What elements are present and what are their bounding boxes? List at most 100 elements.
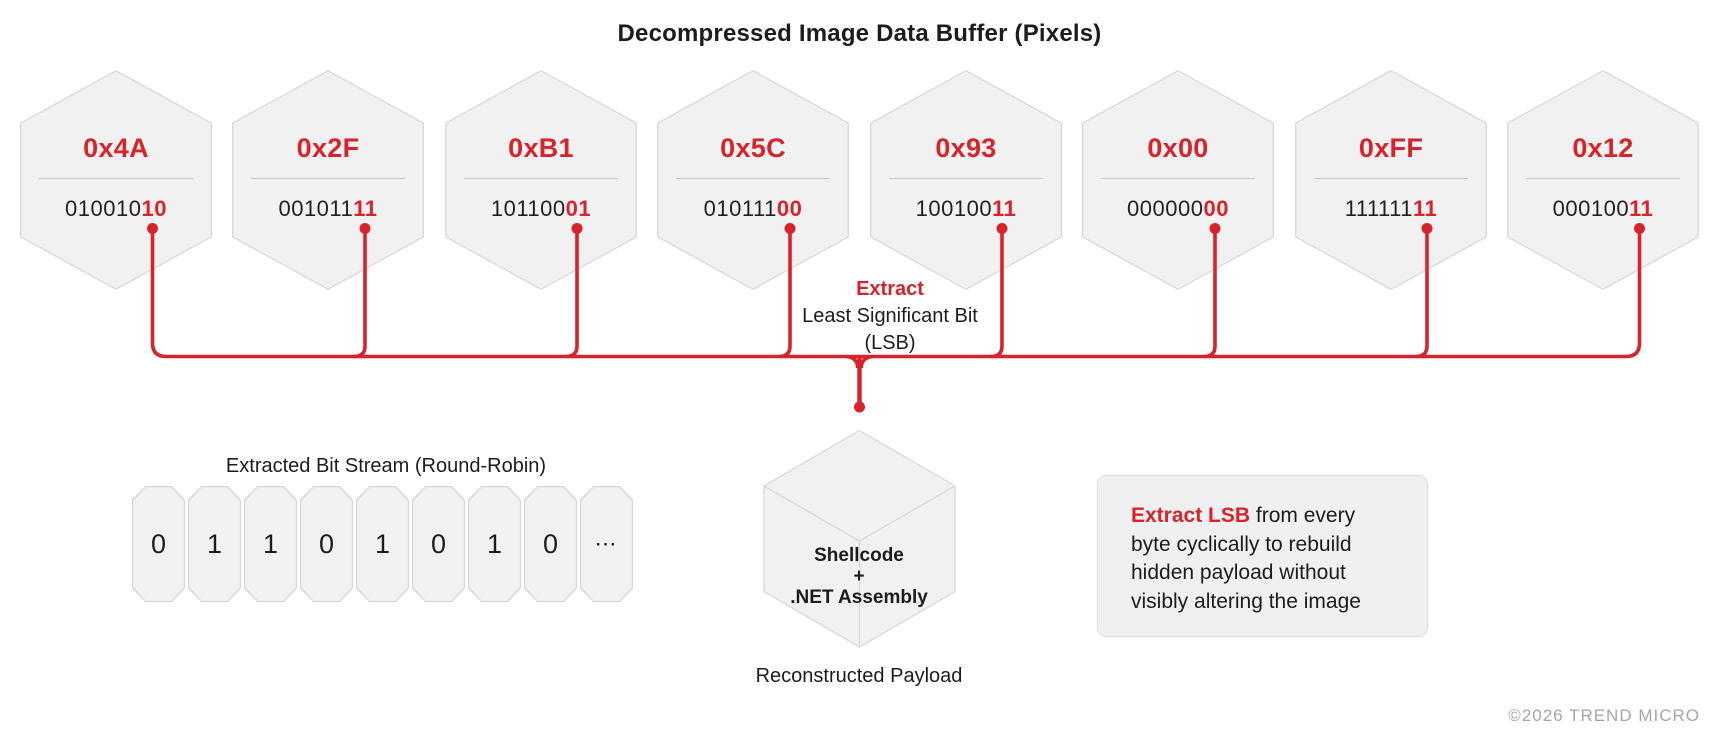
byte-hex-value: 0x5C: [720, 133, 786, 163]
binary-prefix: 000100: [1552, 196, 1630, 221]
divider-line: [1101, 178, 1255, 179]
pixel-hexagon-6: 0x00 00000000: [1082, 70, 1274, 290]
bit-cell: 0: [300, 486, 353, 602]
hexagon-shape: [1082, 70, 1274, 290]
bit-cell-shape: [524, 486, 577, 602]
funnel-curve-right: [859, 354, 874, 369]
byte-binary: 01011100: [657, 198, 849, 220]
binary-prefix: 010010: [65, 196, 142, 221]
note-line-3: hidden payload without: [1131, 561, 1346, 585]
note-line-1-rest: from every: [1255, 504, 1356, 527]
hexagon-shape: [1295, 70, 1487, 290]
byte-hex-value: 0x4A: [83, 133, 149, 163]
divider-line: [889, 178, 1043, 179]
diagram-title: Decompressed Image Data Buffer (Pixels): [617, 20, 1102, 47]
byte-binary: 00000000: [1082, 198, 1274, 220]
payload-line-shellcode: Shellcode: [814, 545, 904, 566]
bit-cell-shape: [580, 486, 633, 602]
bit-cell: 1: [188, 486, 241, 602]
hexagon-shape: [870, 70, 1062, 290]
extract-word: Extract: [856, 278, 924, 300]
copyright-text: ©2026 TREND MICRO: [1508, 706, 1700, 725]
byte-binary: 11111111: [1295, 198, 1487, 220]
payload-caption: Reconstructed Payload: [755, 665, 963, 687]
bit-value: 1: [374, 528, 391, 559]
byte-binary: 10010011: [870, 198, 1062, 220]
pixel-hexagon-8: 0x12 00010011: [1507, 70, 1699, 290]
bit-cell-shape: [300, 486, 353, 602]
pixel-hexagon-4: 0x5C 01011100: [657, 70, 849, 290]
byte-hex-value: 0x00: [1147, 133, 1209, 163]
pixel-hexagon-1: 0x4A 01001010: [20, 70, 212, 290]
binary-lsb: 10: [141, 196, 167, 221]
binary-lsb: 11: [992, 196, 1017, 221]
merge-dot: [854, 401, 865, 413]
bit-cell-shape: [356, 486, 409, 602]
binary-prefix: 001011: [278, 196, 354, 221]
pixel-hexagon-7: 0xFF 11111111: [1295, 70, 1487, 290]
binary-lsb: 11: [353, 196, 378, 221]
bit-cell-shape: [412, 486, 465, 602]
bit-value: 0: [430, 528, 447, 559]
pixel-hexagon-5: 0x93 10010011: [870, 70, 1062, 290]
note-line-4: visibly altering the image: [1131, 589, 1361, 613]
note-highlight: Extract LSB: [1131, 504, 1251, 527]
extract-lsb-label: Extract Least Significant Bit (LSB): [790, 276, 990, 357]
hexagon-shape: [445, 70, 637, 290]
bitstream-row: 0 1 1 0 1 0 1 0 ⋯: [132, 486, 633, 602]
bit-cell: 1: [244, 486, 297, 602]
byte-binary: 01001010: [20, 198, 212, 220]
bit-cell: 1: [468, 486, 521, 602]
pixel-hexagon-3: 0xB1 10110001: [445, 70, 637, 290]
binary-lsb: 00: [776, 196, 803, 221]
binary-prefix: 101100: [490, 196, 566, 221]
lsb-words: Least Significant Bit: [802, 305, 978, 327]
byte-hex-value: 0x2F: [296, 133, 360, 163]
payload-line-plus: +: [853, 566, 865, 587]
bit-cell: 0: [132, 486, 185, 602]
bit-value: 1: [486, 528, 503, 559]
bitstream-label: Extracted Bit Stream (Round-Robin): [225, 455, 547, 477]
binary-lsb: 11: [1412, 196, 1438, 221]
bit-cell: 0: [524, 486, 577, 602]
divider-line: [39, 178, 193, 179]
bit-value: 1: [206, 528, 223, 559]
bit-value: 1: [262, 528, 279, 559]
note-line-2: byte cyclically to rebuild: [1131, 532, 1352, 556]
hexagon-shape: [1507, 70, 1699, 290]
pixel-hexagon-2: 0x2F 00101111: [232, 70, 424, 290]
funnel-curve-left: [845, 354, 860, 369]
payload-cube: [763, 429, 956, 648]
payload-line-assembly: .NET Assembly: [790, 587, 928, 608]
byte-binary: 10110001: [445, 198, 637, 220]
divider-line: [1314, 178, 1468, 179]
bit-cell-shape: [132, 486, 185, 602]
binary-lsb: 01: [565, 196, 592, 221]
bit-cell: 1: [356, 486, 409, 602]
byte-hex-value: 0x93: [935, 133, 997, 163]
bit-cell-shape: [188, 486, 241, 602]
bit-value: ⋯: [594, 531, 619, 556]
payload-cube-text: Shellcode + .NET Assembly: [759, 545, 959, 608]
bit-cell-ellipsis: ⋯: [580, 486, 633, 602]
byte-binary: 00010011: [1507, 198, 1699, 220]
note-line-1: Extract LSB from every: [1131, 502, 1407, 531]
bit-value: 0: [318, 528, 335, 559]
binary-lsb: 11: [1629, 196, 1654, 221]
bit-cell-shape: [244, 486, 297, 602]
bit-cell-shape: [468, 486, 521, 602]
binary-prefix: 010111: [703, 196, 777, 221]
divider-line: [464, 178, 618, 179]
byte-binary: 00101111: [232, 198, 424, 220]
divider-line: [676, 178, 830, 179]
byte-hex-value: 0xB1: [508, 133, 574, 163]
bit-value: 0: [542, 528, 559, 559]
divider-line: [1526, 178, 1680, 179]
binary-prefix: 000000: [1127, 196, 1204, 221]
hexagon-shape: [232, 70, 424, 290]
lsb-abbrev: (LSB): [864, 332, 916, 354]
binary-lsb: 00: [1203, 196, 1229, 221]
binary-prefix: 100100: [915, 196, 993, 221]
byte-hex-value: 0x12: [1572, 133, 1634, 163]
